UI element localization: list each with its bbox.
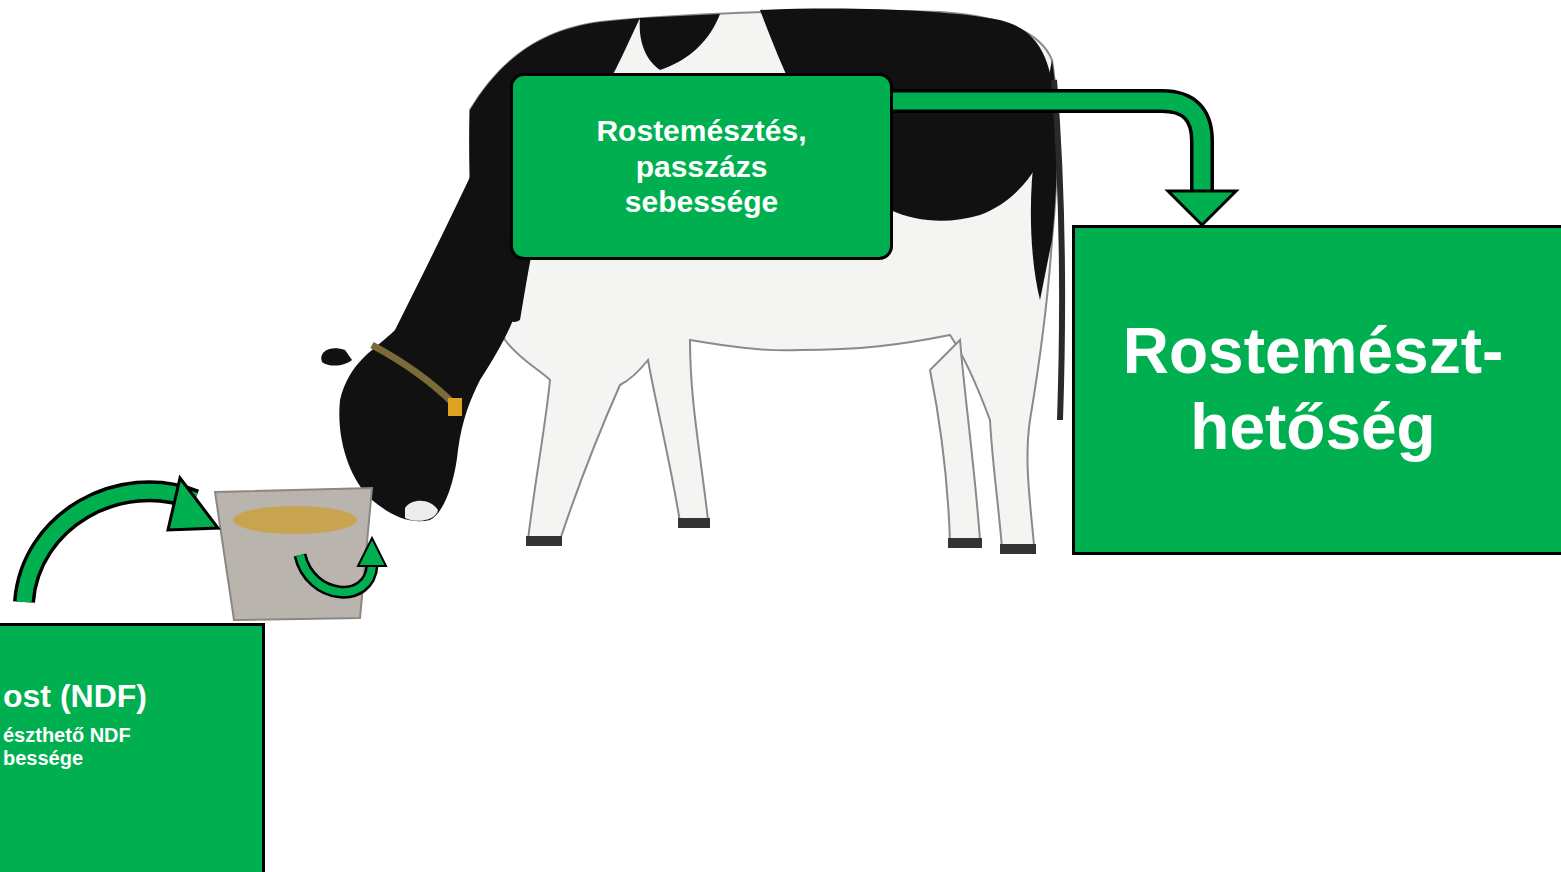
cow-collar bbox=[372, 345, 455, 405]
box-heading: ost (NDF) bbox=[3, 678, 252, 716]
green-box: Rostemésztés, passzázs sebessége bbox=[510, 73, 893, 260]
cow-hoof bbox=[1000, 544, 1036, 554]
box-heading: Rostemésztés, passzázs sebessége bbox=[567, 113, 837, 219]
curved-arrow bbox=[892, 101, 1236, 225]
cow-leg bbox=[930, 340, 980, 542]
intake-arrowhead bbox=[358, 538, 386, 566]
arrow-body bbox=[892, 101, 1202, 192]
feed-arrowhead bbox=[168, 478, 218, 530]
cow-hoof bbox=[526, 536, 562, 546]
cow-patch bbox=[640, 14, 720, 70]
feed bbox=[233, 506, 357, 534]
arrowhead bbox=[1168, 191, 1236, 225]
cow-tail bbox=[1054, 80, 1062, 420]
collar-tag bbox=[448, 398, 462, 416]
box-heading: Rostemészt- hetőség bbox=[1085, 314, 1541, 465]
feed-tub bbox=[215, 488, 372, 620]
feed-arrow bbox=[24, 491, 195, 602]
cow-hoof bbox=[678, 518, 710, 528]
green-box: Rostemészt- hetőség bbox=[1072, 225, 1561, 555]
cow-hoof bbox=[948, 538, 982, 548]
cow-ear bbox=[321, 348, 352, 365]
cow-head bbox=[339, 160, 520, 521]
arrow-outline bbox=[892, 101, 1202, 192]
box-body: észthető NDF bessége bbox=[3, 724, 143, 771]
feed-arrow bbox=[24, 491, 195, 602]
cow-muzzle bbox=[405, 501, 438, 521]
green-box: ost (NDF) észthető NDF bessége bbox=[0, 623, 265, 872]
